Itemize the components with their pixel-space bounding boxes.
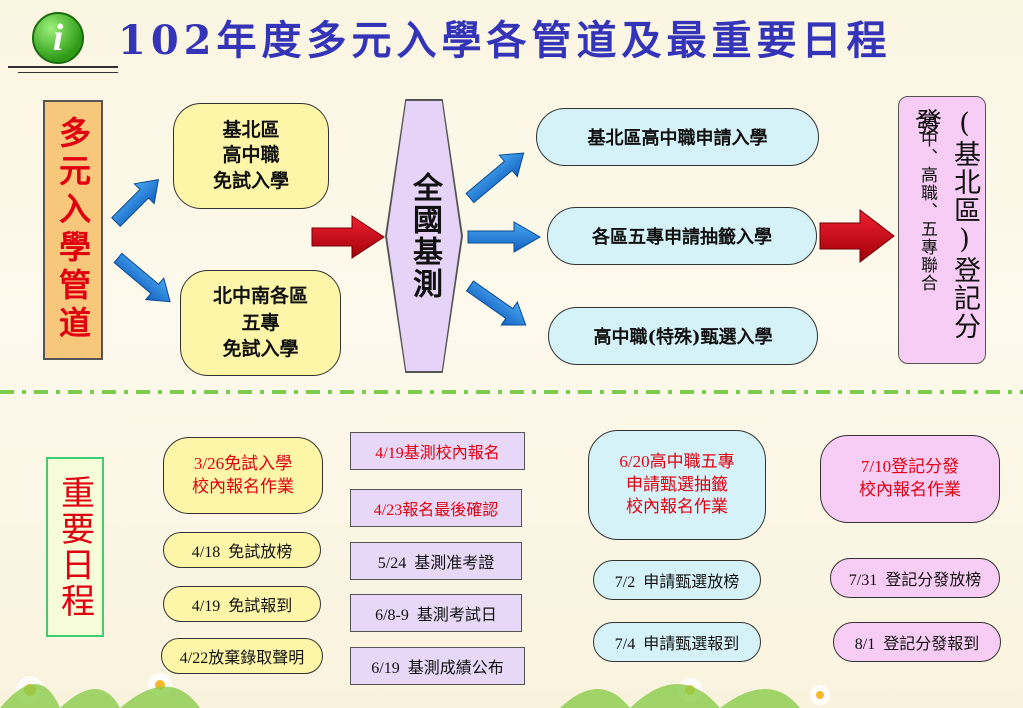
col4-item-1: 7/31 登記分發放榜 [830, 558, 1000, 598]
col4-header-line-2: 校內報名作業 [859, 480, 961, 499]
col1-header-line-1: 3/26免試入學 [193, 453, 293, 473]
north-exempt-line-1: 基北區 [222, 118, 280, 141]
page-title: 102年度多元入學各管道及最重要日程 [118, 17, 892, 64]
title-underline-left [8, 66, 118, 68]
col4-header: 7/10登記分發 校內報名作業 [820, 435, 1000, 523]
info-icon: i [32, 12, 84, 64]
arrow-to-five-year-lottery [467, 221, 542, 253]
col3-item-1: 7/2 申請甄選放榜 [593, 560, 761, 600]
distribution-box [898, 96, 986, 364]
col2-red-item-2: 4/23報名最後確認 [350, 489, 522, 527]
col3-header-line-1: 6/20高中職五專 [619, 451, 735, 471]
pathways-label: 多元入學管道 [43, 100, 103, 360]
col3-item-2: 7/4 申請甄選報到 [593, 622, 761, 662]
exam-label: 全國基測 [407, 172, 442, 300]
north-exempt-line-2: 高中職 [222, 144, 280, 167]
col1-item-3: 4/22放棄錄取聲明 [161, 638, 323, 674]
regional-exempt-line-3: 免試入學 [222, 338, 299, 361]
distribution-main-label: (基北區)登記分發 [910, 108, 980, 340]
col3-header: 6/20高中職五專 申請甄選抽籤 校內報名作業 [588, 430, 766, 540]
col1-item-1: 4/18 免試放榜 [163, 532, 321, 568]
arrow-to-special-selection [465, 280, 527, 326]
col4-header-line-1: 7/10登記分發 [860, 457, 960, 477]
col2-item-3: 6/19 基測成績公布 [350, 647, 525, 685]
title-underline-left-2 [18, 72, 118, 73]
north-exempt-line-3: 免試入學 [212, 169, 289, 192]
col1-header-line-2: 校內報名作業 [192, 476, 294, 496]
arrow-to-regional-exempt [113, 252, 171, 303]
col1-item-2: 4/19 免試報到 [163, 586, 321, 622]
regional-exempt-line-2: 五專 [241, 311, 280, 334]
col2-item-1: 5/24 基測准考證 [350, 542, 522, 580]
arrow-to-north-exempt [111, 178, 160, 227]
distribution-sub-label: 高中、高職、五專聯合 [917, 112, 937, 292]
arrow-to-national-exam [311, 215, 385, 259]
outcome-five-year-lottery: 各區五專申請抽籤入學 [547, 207, 817, 265]
schedule-label: 重要日程 [46, 457, 104, 637]
outcome-special-selection: 高中職(特殊)甄選入學 [548, 307, 818, 365]
regional-exempt-line-1: 北中南各區 [212, 285, 308, 308]
arrow-to-north-application [465, 152, 525, 204]
regional-exempt-box: 北中南各區 五專 免試入學 [180, 270, 341, 376]
col3-header-line-2: 申請甄選抽籤 [626, 474, 728, 494]
col1-header: 3/26免試入學 校內報名作業 [163, 437, 323, 514]
arrow-to-registration-distribution [819, 208, 895, 264]
col2-item-2: 6/8-9 基測考試日 [350, 594, 522, 632]
section-divider [0, 390, 1023, 394]
col2-red-item-1: 4/19基測校內報名 [350, 432, 525, 470]
col3-header-line-3: 校內報名作業 [626, 497, 728, 517]
outcome-north-application: 基北區高中職申請入學 [536, 108, 819, 166]
col4-item-2: 8/1 登記分發報到 [833, 622, 1001, 662]
north-exempt-box: 基北區 高中職 免試入學 [173, 103, 329, 209]
